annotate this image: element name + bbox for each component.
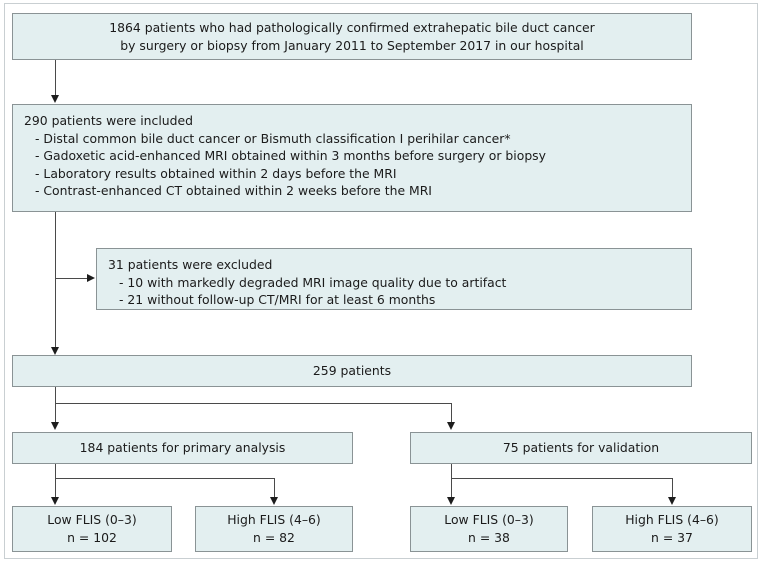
outcome-3-count: n = 38 [468, 530, 510, 545]
enrollment-line-1: 1864 patients who had pathologically con… [109, 19, 595, 35]
excluded-reason-2: - 21 without follow-up CT/MRI for at lea… [119, 292, 436, 308]
connector-to-outcome-3 [451, 478, 452, 500]
included-heading: 290 patients were included [24, 113, 193, 128]
arrowhead-outcome-1 [51, 497, 59, 505]
node-outcome-low-flis-validation: Low FLIS (0–3) n = 38 [410, 506, 568, 552]
node-outcome-high-flis-validation: High FLIS (4–6) n = 37 [592, 506, 752, 552]
connector-validation-stem [451, 464, 452, 478]
connector-to-outcome-2 [274, 478, 275, 500]
node-cohort-validation: 75 patients for validation [410, 432, 752, 464]
cohort-primary-label: 184 patients for primary analysis [79, 440, 286, 456]
arrowhead-cohort-primary [51, 422, 59, 430]
connector-enrollment-to-included [55, 60, 56, 97]
cohort-validation-label: 75 patients for validation [502, 440, 660, 456]
arrowhead-included [51, 95, 59, 103]
connector-included-to-remaining [55, 212, 56, 352]
arrowhead-remaining [51, 347, 59, 355]
connector-to-cohort-validation [451, 403, 452, 425]
arrowhead-outcome-3 [447, 497, 455, 505]
node-outcome-low-flis-primary: Low FLIS (0–3) n = 102 [12, 506, 172, 552]
connector-primary-stem [55, 464, 56, 478]
enrollment-line-2: by surgery or biopsy from January 2011 t… [120, 37, 584, 53]
arrowhead-cohort-validation [447, 422, 455, 430]
excluded-heading: 31 patients were excluded [108, 257, 273, 272]
node-included: 290 patients were included - Distal comm… [12, 104, 692, 212]
included-criterion-2: - Gadoxetic acid-enhanced MRI obtained w… [35, 148, 546, 164]
arrowhead-outcome-2 [270, 497, 278, 505]
outcome-4-label: High FLIS (4–6) [625, 512, 719, 528]
connector-validation-split [451, 478, 672, 479]
outcome-2-label: High FLIS (4–6) [227, 512, 321, 528]
arrowhead-excluded [87, 274, 95, 282]
outcome-1-label: Low FLIS (0–3) [47, 512, 137, 528]
node-cohort-primary: 184 patients for primary analysis [12, 432, 353, 464]
connector-trunk-to-excluded [55, 278, 88, 279]
node-remaining: 259 patients [12, 355, 692, 387]
node-excluded: 31 patients were excluded - 10 with mark… [96, 248, 692, 310]
included-criterion-4: - Contrast-enhanced CT obtained within 2… [35, 183, 432, 199]
arrowhead-outcome-4 [668, 497, 676, 505]
connector-to-outcome-4 [672, 478, 673, 500]
node-outcome-high-flis-primary: High FLIS (4–6) n = 82 [195, 506, 353, 552]
connector-remaining-stem [55, 387, 56, 403]
excluded-reason-1: - 10 with markedly degraded MRI image qu… [119, 274, 507, 290]
connector-to-outcome-1 [55, 478, 56, 500]
connector-to-cohort-primary [55, 403, 56, 425]
outcome-2-count: n = 82 [253, 530, 295, 545]
outcome-4-count: n = 37 [651, 530, 693, 545]
node-enrollment: 1864 patients who had pathologically con… [12, 13, 692, 60]
connector-primary-split [55, 478, 274, 479]
remaining-label: 259 patients [312, 363, 392, 379]
connector-cohort-split [55, 403, 451, 404]
outcome-1-count: n = 102 [67, 530, 117, 545]
included-criterion-1: - Distal common bile duct cancer or Bism… [35, 130, 511, 146]
included-criterion-3: - Laboratory results obtained within 2 d… [35, 165, 397, 181]
outcome-3-label: Low FLIS (0–3) [444, 512, 534, 528]
